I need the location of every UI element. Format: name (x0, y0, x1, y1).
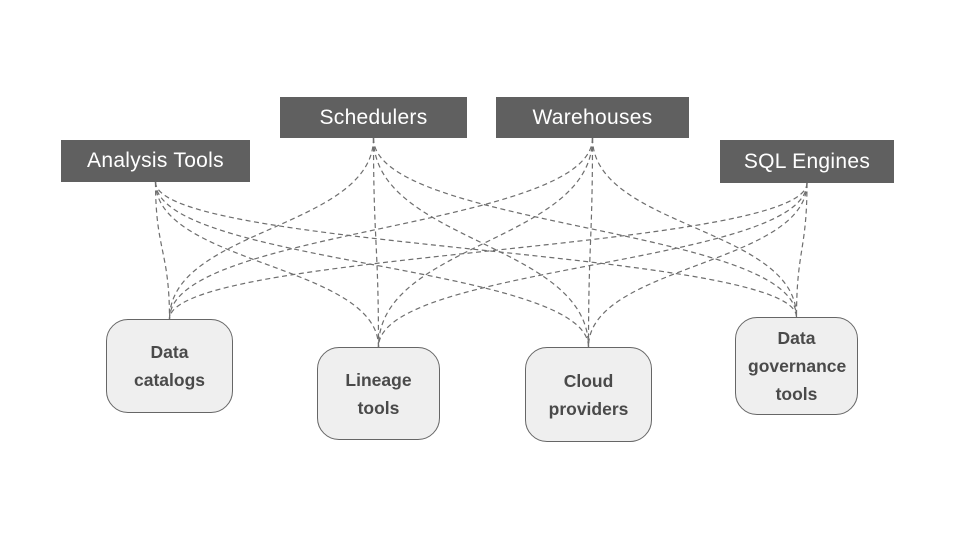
node-cloud-providers-label: Cloud providers (548, 370, 629, 419)
node-cloud-providers: Cloud providers (525, 347, 652, 442)
node-data-governance-tools-label: Data governance tools (748, 328, 847, 404)
connector-warehouses--lineage-tools (377, 137, 594, 348)
node-lineage-tools: Lineage tools (317, 347, 440, 440)
connector-schedulers--lineage-tools (372, 137, 380, 348)
node-schedulers: Schedulers (280, 97, 467, 138)
node-data-governance-tools: Data governance tools (735, 317, 858, 415)
node-warehouses: Warehouses (496, 97, 689, 138)
connector-schedulers--data-governance-tools (372, 137, 798, 318)
connector-sql-engines--lineage-tools (377, 182, 808, 348)
connector-sql-engines--cloud-providers (587, 182, 808, 348)
node-sql-engines: SQL Engines (720, 140, 894, 183)
node-schedulers-label: Schedulers (319, 105, 428, 129)
connector-analysis-tools--data-catalogs (154, 181, 171, 320)
node-data-catalogs: Data catalogs (106, 319, 233, 413)
node-analysis-tools-label: Analysis Tools (87, 149, 224, 172)
node-analysis-tools: Analysis Tools (61, 140, 250, 182)
connector-analysis-tools--data-governance-tools (154, 181, 798, 318)
connector-sql-engines--data-catalogs (168, 182, 808, 320)
connector-analysis-tools--cloud-providers (154, 181, 590, 348)
node-sql-engines-label: SQL Engines (743, 149, 871, 173)
connector-warehouses--data-catalogs (168, 137, 594, 320)
node-warehouses-label: Warehouses (532, 105, 653, 129)
node-data-catalogs-label: Data catalogs (134, 342, 205, 390)
connector-warehouses--cloud-providers (587, 137, 594, 348)
node-lineage-tools-label: Lineage tools (345, 369, 412, 418)
connector-analysis-tools--lineage-tools (154, 181, 380, 348)
connector-sql-engines--data-governance-tools (795, 182, 808, 318)
